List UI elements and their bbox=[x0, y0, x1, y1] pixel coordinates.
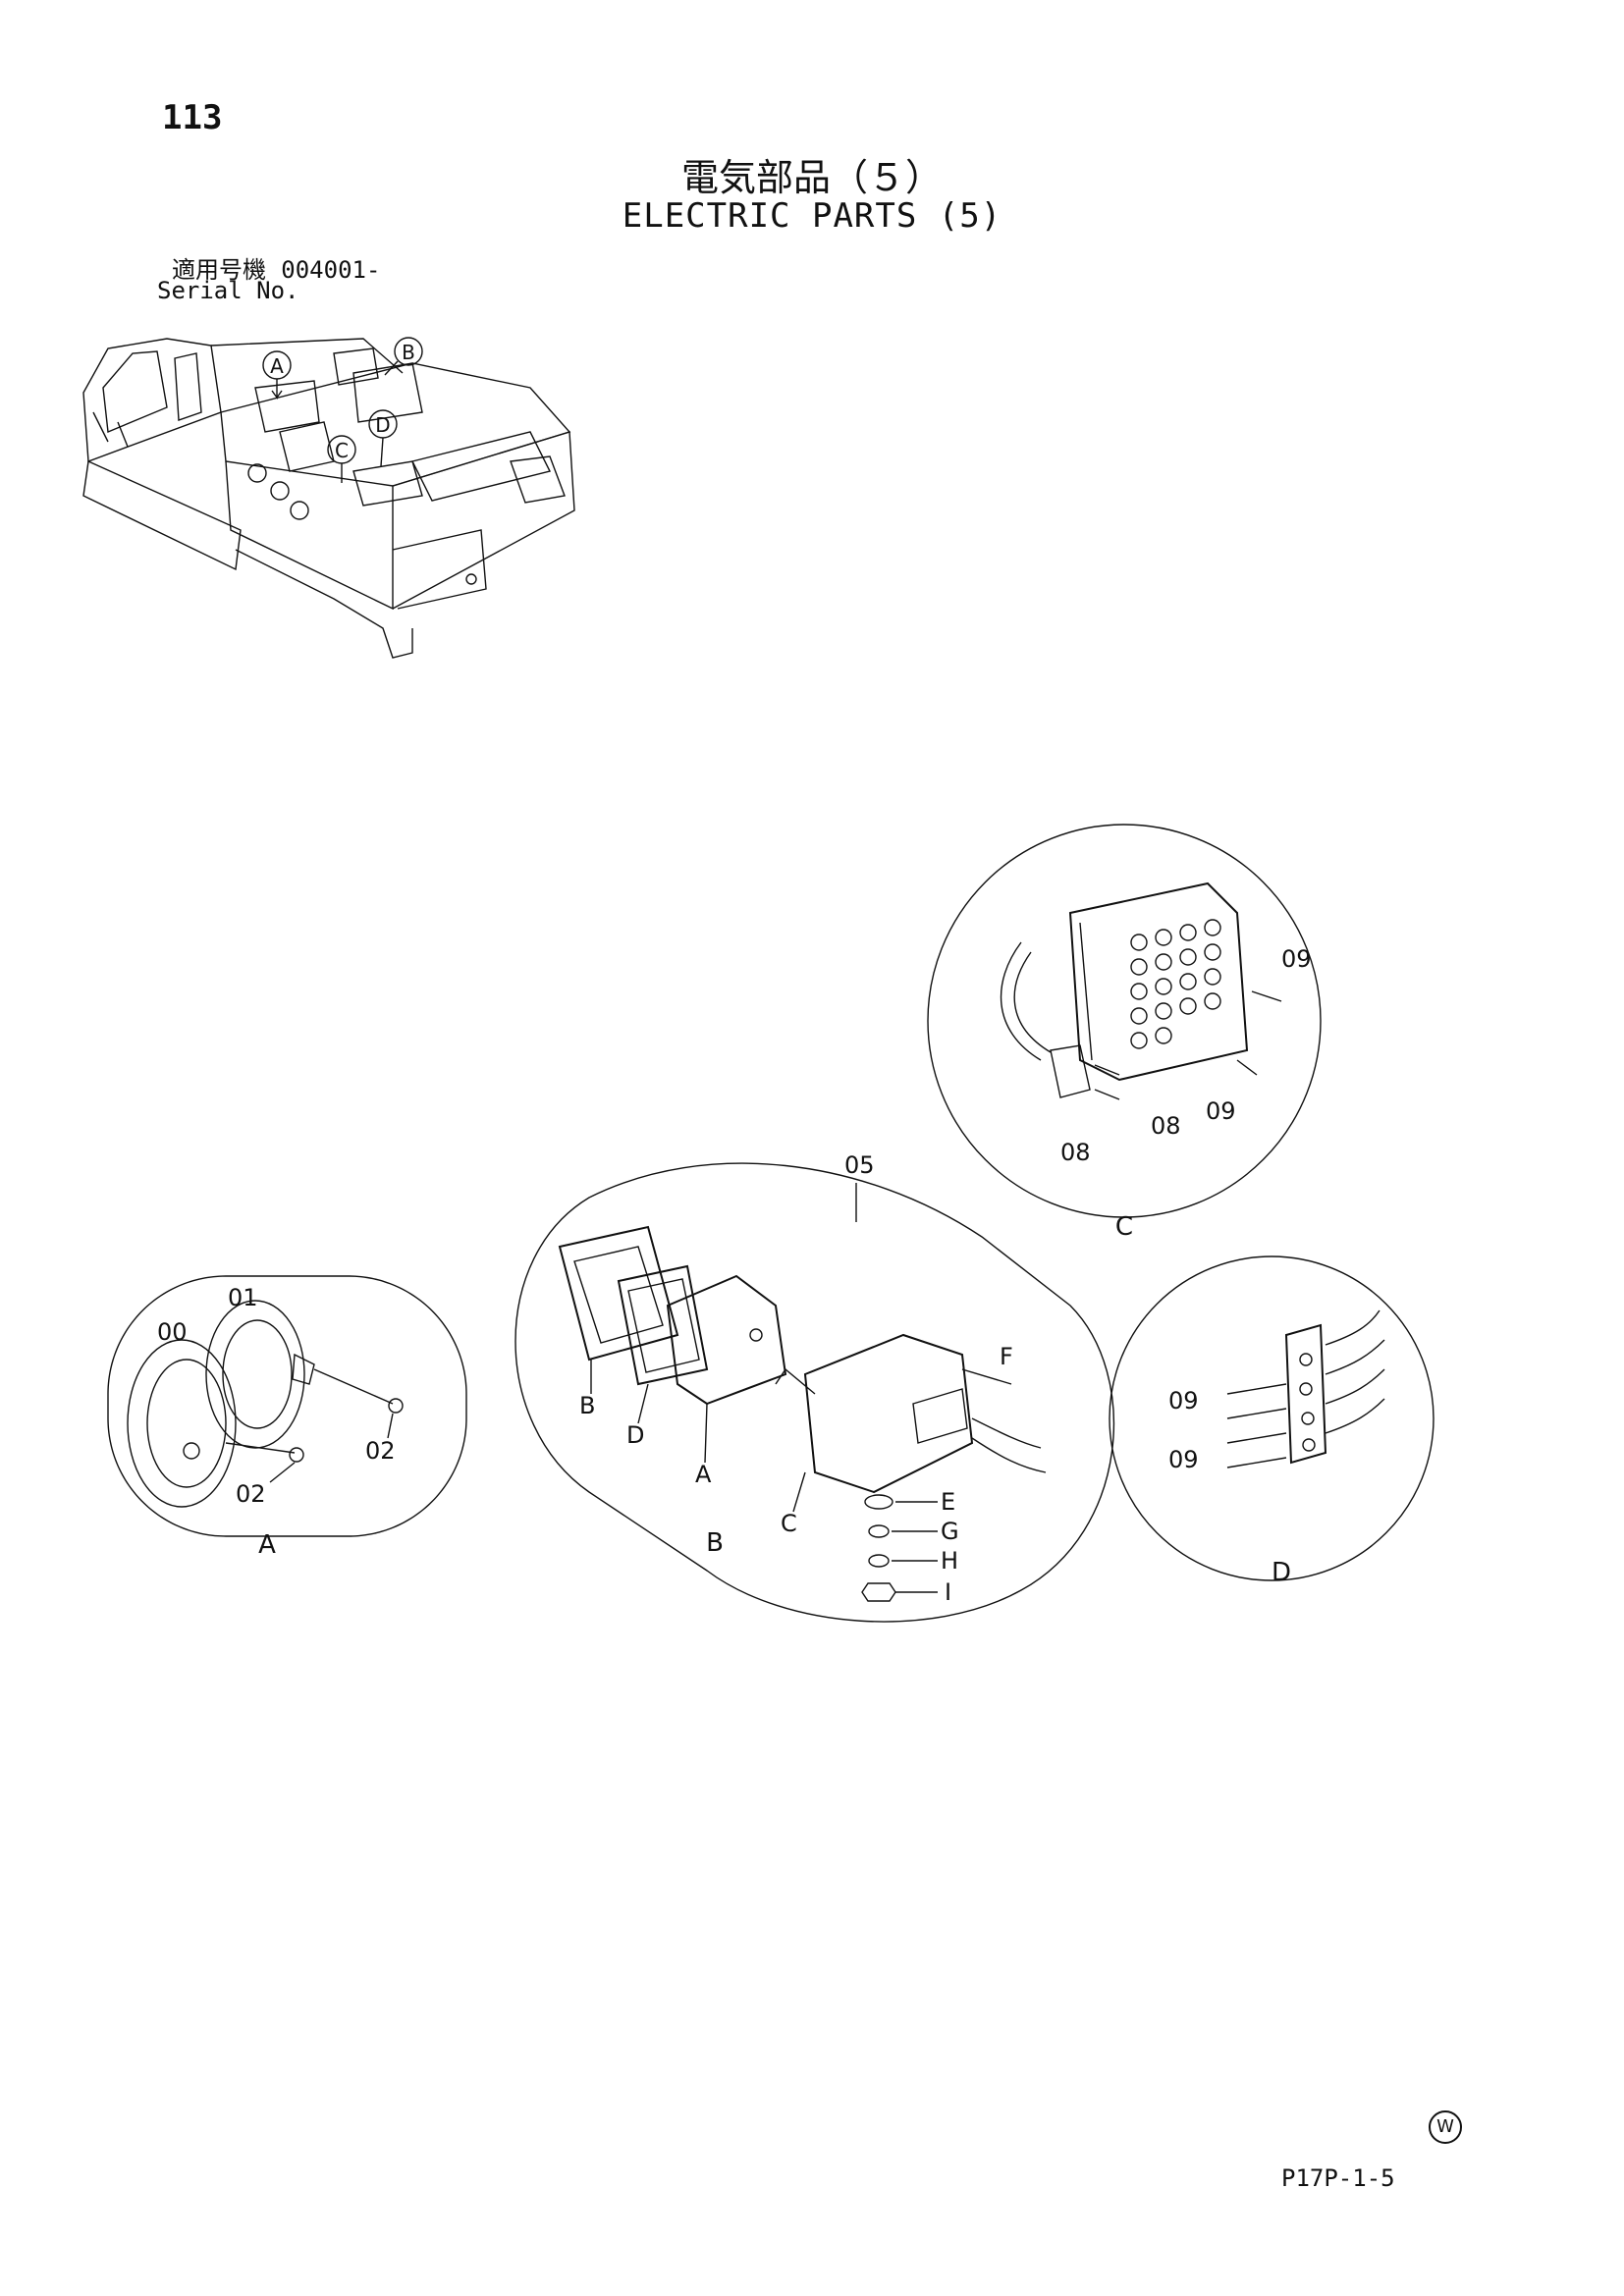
detail-b-assembly-label: 05 bbox=[844, 1151, 875, 1179]
overview-callout-c: C bbox=[327, 435, 356, 483]
serial-label-japanese: 適用号機 004001- bbox=[172, 250, 380, 285]
detail-c: 09 09 08 08 C bbox=[927, 824, 1322, 1242]
detail-b-label-d: D bbox=[626, 1421, 644, 1449]
detail-a-label-00: 00 bbox=[157, 1318, 188, 1346]
overview-callout-c-text: C bbox=[335, 439, 349, 462]
detail-b-label-c: C bbox=[781, 1510, 797, 1537]
detail-b-name: B bbox=[706, 1528, 724, 1558]
detail-b-label-h: H bbox=[941, 1547, 958, 1575]
detail-b-label-i: I bbox=[945, 1578, 951, 1606]
detail-a-label-02-right: 02 bbox=[365, 1437, 396, 1465]
overview-callout-d: D bbox=[368, 409, 398, 467]
detail-d-label-09-top: 09 bbox=[1168, 1387, 1199, 1415]
overview-callout-d-text: D bbox=[375, 413, 390, 437]
detail-a: 00 01 02 02 A bbox=[107, 1275, 467, 1560]
detail-b: 05 B D A C F E G H I B bbox=[514, 1151, 1115, 1623]
overview-callout-b-text: B bbox=[402, 341, 415, 364]
page-code: P17P-1-5 bbox=[1281, 2164, 1395, 2192]
detail-d: 09 09 D bbox=[1109, 1255, 1435, 1587]
overview-machine bbox=[82, 338, 575, 659]
detail-b-label-e: E bbox=[941, 1488, 955, 1516]
detail-c-label-09-top: 09 bbox=[1281, 945, 1312, 973]
overview-callout-a: A bbox=[262, 350, 292, 400]
detail-b-label-a: A bbox=[695, 1461, 712, 1488]
detail-c-label-08-right: 08 bbox=[1151, 1112, 1181, 1140]
title-japanese: 電気部品（５） bbox=[680, 156, 943, 199]
title-english: ELECTRIC PARTS (5) bbox=[622, 196, 1002, 236]
detail-c-label-09-bottom: 09 bbox=[1206, 1097, 1236, 1125]
detail-c-name: C bbox=[1115, 1212, 1133, 1242]
page-number: 113 bbox=[162, 98, 223, 137]
serial-label-english: Serial No. bbox=[157, 277, 299, 304]
detail-d-name: D bbox=[1272, 1558, 1291, 1587]
w-mark: W bbox=[1429, 2110, 1462, 2144]
detail-a-label-01: 01 bbox=[228, 1284, 258, 1311]
detail-b-label-f: F bbox=[1000, 1343, 1013, 1370]
detail-d-label-09-bottom: 09 bbox=[1168, 1446, 1199, 1473]
detail-c-label-08-left: 08 bbox=[1060, 1139, 1091, 1166]
detail-a-label-02-bottom: 02 bbox=[236, 1480, 266, 1508]
overview-callout-b: B bbox=[384, 337, 423, 376]
detail-b-label-g: G bbox=[941, 1518, 959, 1545]
serial-label-jp-text: 適用号機 bbox=[172, 256, 266, 284]
overview-callout-a-text: A bbox=[270, 354, 284, 378]
detail-a-name: A bbox=[258, 1530, 276, 1560]
detail-b-label-b: B bbox=[579, 1392, 595, 1419]
serial-value: 004001- bbox=[281, 256, 381, 284]
